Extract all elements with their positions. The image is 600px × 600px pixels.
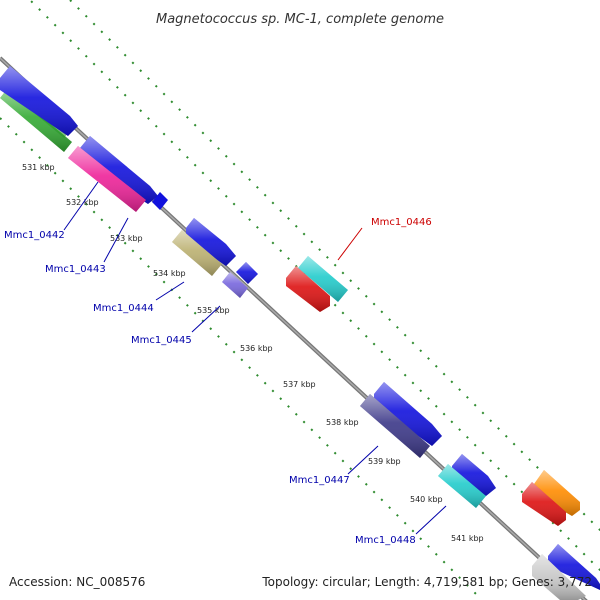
gene-blue-531[interactable] [80, 136, 158, 204]
gene-orange[interactable] [534, 470, 580, 516]
gene-blue-upper[interactable] [0, 66, 78, 136]
gene-khaki-0443[interactable] [172, 230, 222, 276]
tick-label-531: 531 kbp [22, 163, 55, 172]
gene-magenta-0442[interactable] [68, 146, 146, 212]
gene-blue-533[interactable] [186, 218, 236, 266]
tick-labels: 531 kbp 532 kbp 533 kbp 534 kbp 535 kbp … [22, 163, 484, 543]
gene-blue-bottom[interactable] [548, 544, 600, 590]
tick-label-532: 532 kbp [66, 198, 99, 207]
tick-label-534: 534 kbp [153, 269, 186, 278]
gene-lavender-0444[interactable] [222, 272, 248, 298]
gene-blue-540[interactable] [452, 454, 496, 496]
tick-label-541: 541 kbp [451, 534, 484, 543]
tick-label-539: 539 kbp [368, 457, 401, 466]
tick-label-533: 533 kbp [110, 234, 143, 243]
tick-label-536: 536 kbp [240, 344, 273, 353]
gene-labels: Mmc1_0442 Mmc1_0443 Mmc1_0444 Mmc1_0445 … [4, 217, 432, 546]
gene-gray-bottom[interactable] [532, 554, 586, 600]
tick-label-537: 537 kbp [283, 380, 316, 389]
gene-label-Mmc1_0445[interactable]: Mmc1_0445 [131, 335, 192, 346]
gene-blue-537[interactable] [374, 382, 442, 446]
gene-leader-lines [63, 181, 447, 535]
gene-label-Mmc1_0442[interactable]: Mmc1_0442 [4, 230, 65, 241]
gene-label-Mmc1_0446[interactable]: Mmc1_0446 [371, 217, 432, 228]
map-title: Magnetococcus sp. MC-1, complete genome [156, 12, 444, 27]
gene-label-Mmc1_0448[interactable]: Mmc1_0448 [355, 535, 416, 546]
gene-cyan-0448[interactable] [438, 464, 486, 508]
gene-layer [0, 66, 600, 600]
gene-cyan-0446[interactable] [298, 256, 348, 302]
tick-label-538: 538 kbp [326, 418, 359, 427]
gene-red-right[interactable] [522, 482, 566, 526]
tick-label-540: 540 kbp [410, 495, 443, 504]
accession-text: Accession: NC_008576 [9, 575, 145, 589]
gene-label-Mmc1_0443[interactable]: Mmc1_0443 [45, 264, 106, 275]
gene-red-0446[interactable] [286, 266, 330, 312]
gene-blue-small-2[interactable] [236, 262, 258, 284]
gene-navy-0447[interactable] [360, 394, 430, 458]
gene-label-Mmc1_0447[interactable]: Mmc1_0447 [289, 475, 350, 486]
inner-dot-ring [0, 117, 483, 600]
tick-label-535: 535 kbp [197, 306, 230, 315]
genome-summary-text: Topology: circular; Length: 4,719,581 bp… [261, 575, 592, 589]
gene-label-Mmc1_0444[interactable]: Mmc1_0444 [93, 303, 154, 314]
gene-blue-small-1[interactable] [152, 192, 168, 210]
